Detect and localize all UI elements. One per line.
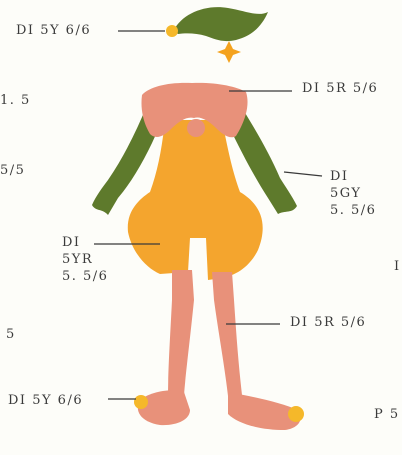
star-shape xyxy=(217,41,241,63)
edge-fragment-left: 5/5 xyxy=(0,162,25,179)
sleeve-label-line: DI xyxy=(330,168,376,185)
body-label-line: DI xyxy=(62,234,108,251)
sleeve-label-line: 5. 5/6 xyxy=(330,202,376,219)
collar-label: DI 5R 5/6 xyxy=(302,80,378,97)
edge-fragment-right: I xyxy=(394,258,401,275)
legs-label: DI 5R 5/6 xyxy=(290,314,366,331)
hat-pompom-label: DI 5Y 6/6 xyxy=(16,22,91,39)
collar-button xyxy=(187,119,205,137)
body-label-line: 5YR xyxy=(62,251,108,268)
sleeve-label: DI 5GY 5. 5/6 xyxy=(330,168,376,219)
edge-fragment-left: 1. 5 xyxy=(0,92,31,109)
leader-sleeve xyxy=(284,172,322,176)
right-shoe-pompom xyxy=(288,406,304,422)
right-leg xyxy=(212,272,242,396)
left-shoe-pompom xyxy=(134,395,148,409)
sleeve-label-line: 5GY xyxy=(330,185,376,202)
hat-shape xyxy=(174,7,268,41)
left-leg xyxy=(168,270,194,397)
body-label-line: 5. 5/6 xyxy=(62,268,108,285)
edge-fragment-right: P 5 xyxy=(374,406,400,423)
left-shoe xyxy=(138,390,190,425)
shoe-pompom-label: DI 5Y 6/6 xyxy=(8,392,83,409)
body-label: DI 5YR 5. 5/6 xyxy=(62,234,108,285)
hat-pompom xyxy=(166,25,178,37)
edge-fragment-left: 5 xyxy=(6,326,16,343)
